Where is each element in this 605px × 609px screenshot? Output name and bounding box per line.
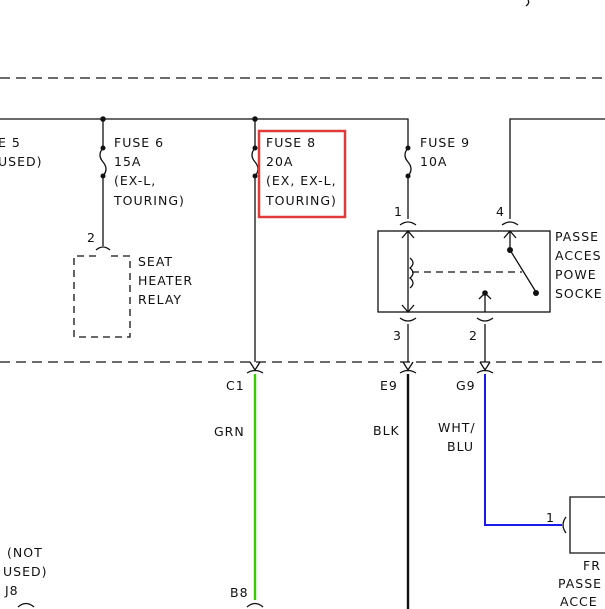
socket-feed-wire — [509, 118, 605, 219]
lower-pin1-label: 1 — [546, 510, 555, 525]
wht-label: WHT/ — [438, 420, 476, 435]
fuse9-name: FUSE 9 — [420, 135, 470, 150]
socket-pin2-label: 2 — [469, 328, 478, 343]
lower-component-box — [569, 496, 605, 554]
g9-connector — [476, 361, 494, 374]
wht-blu-wire — [484, 374, 562, 526]
fuse6-note-1: (EX-L, — [114, 173, 156, 188]
bottom-label-2: PASSE — [558, 576, 602, 591]
socket-label-3: POWE — [555, 267, 597, 282]
e9-connector — [399, 361, 417, 374]
socket-pin4-label: 4 — [496, 204, 505, 219]
relay-label-3: RELAY — [138, 292, 182, 307]
lower-pin1-connector — [562, 516, 567, 534]
blk-label: BLK — [373, 423, 400, 438]
socket-pin3-connector — [399, 317, 417, 322]
socket-pin3-label: 3 — [393, 328, 402, 343]
j8-connector — [17, 602, 35, 608]
fuse6-name: FUSE 6 — [114, 135, 164, 150]
socket-internal-switch — [503, 230, 539, 296]
bottom-label-3: ACCE — [560, 594, 598, 609]
e9-label: E9 — [380, 378, 398, 393]
c1-label: C1 — [226, 378, 245, 393]
socket-internal-ground — [478, 290, 492, 312]
relay-pin-label: 2 — [87, 230, 96, 245]
not-used-label-2: USED) — [3, 564, 47, 579]
fuse5-label: E 5 — [0, 135, 21, 150]
socket-pin1-connector — [399, 221, 417, 226]
fuse-9 — [404, 128, 412, 219]
blu-label: BLU — [447, 439, 474, 454]
relay-pin-connector — [95, 246, 111, 251]
fuse-8 — [251, 119, 259, 362]
grn-label: GRN — [214, 424, 245, 439]
bottom-label-1: FR — [583, 558, 601, 573]
socket-internal-coil — [401, 230, 415, 313]
relay-label-1: SEAT — [138, 254, 173, 269]
seat-heater-relay-box — [73, 255, 131, 338]
socket-pin1-label: 1 — [394, 204, 403, 219]
fuse8-note-2: TOURING) — [265, 193, 337, 208]
socket-pin2-connector — [476, 317, 494, 322]
c1-connector — [246, 361, 264, 374]
fuse6-rating: 15A — [114, 154, 141, 169]
fuse9-rating: 10A — [420, 154, 447, 169]
fuse-6 — [99, 119, 107, 246]
j8-label: J8 — [4, 583, 19, 598]
fuse5-used-label: USED) — [0, 154, 42, 169]
g9-label: G9 — [456, 378, 476, 393]
power-bus — [0, 118, 409, 128]
socket-pin4-connector — [501, 221, 519, 226]
fuse8-rating: 20A — [266, 154, 293, 169]
fuse6-note-2: TOURING) — [113, 193, 185, 208]
top-right-fragment — [525, 0, 530, 7]
fuse8-note-1: (EX, EX-L, — [266, 173, 337, 188]
power-socket-box — [377, 230, 551, 313]
relay-label-2: HEATER — [138, 273, 193, 288]
fuse8-highlight-box — [257, 129, 347, 219]
socket-label-2: ACCES — [555, 248, 602, 263]
not-used-label-1: (NOT — [7, 545, 43, 560]
fuse8-name: FUSE 8 — [266, 135, 316, 150]
socket-label-4: SOCKE — [555, 286, 603, 301]
b8-label: B8 — [230, 585, 249, 600]
b8-connector — [246, 602, 264, 608]
socket-label-1: PASSE — [555, 229, 599, 244]
